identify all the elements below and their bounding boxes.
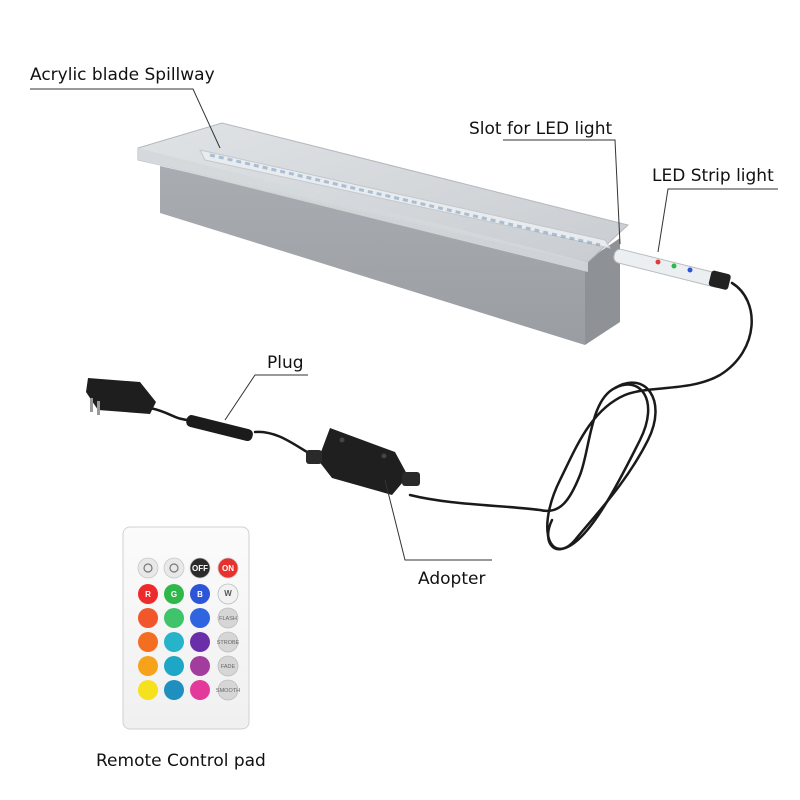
color-button[interactable]	[190, 632, 210, 652]
plug-prong-2	[97, 401, 100, 415]
cables	[148, 281, 753, 551]
label-slot: Slot for LED light	[469, 119, 612, 139]
adopter-leader	[384, 479, 492, 561]
mode-button[interactable]	[217, 631, 239, 653]
on-button[interactable]	[217, 557, 239, 579]
plug-prong-1	[90, 398, 93, 412]
color-button[interactable]	[164, 680, 184, 700]
color-button[interactable]	[138, 584, 158, 604]
mode-button[interactable]	[217, 679, 239, 701]
led-chip-red	[655, 259, 661, 265]
adapter-box	[306, 428, 420, 495]
mode-button-label: SMOOTH	[216, 688, 240, 694]
color-button-label: G	[171, 590, 177, 599]
led-cable	[408, 281, 753, 551]
acrylic-spillway	[137, 122, 630, 345]
color-button[interactable]	[138, 632, 158, 652]
color-button[interactable]	[164, 656, 184, 676]
color-button[interactable]	[164, 632, 184, 652]
off-button[interactable]	[189, 557, 211, 579]
led-inside-line	[209, 153, 601, 247]
color-button[interactable]	[190, 656, 210, 676]
adapter-screw	[381, 453, 387, 459]
remote-body	[122, 526, 250, 730]
color-button[interactable]	[190, 608, 210, 628]
color-button[interactable]	[138, 608, 158, 628]
plug-leader	[224, 374, 308, 421]
brightness-down-icon	[169, 563, 179, 573]
mode-button[interactable]	[217, 655, 239, 677]
mode-button-label: FADE	[221, 664, 236, 670]
color-button[interactable]	[164, 608, 184, 628]
color-button[interactable]	[138, 656, 158, 676]
remote-button-label: OFF	[192, 564, 208, 573]
brightness-up-icon	[143, 563, 153, 573]
spillway-leader	[30, 88, 221, 149]
mode-button-label: W	[224, 589, 232, 598]
power-plug	[86, 378, 253, 442]
led-strip-light	[613, 248, 731, 290]
mode-button[interactable]	[217, 607, 239, 629]
mode-button-label: STROBE	[217, 640, 240, 646]
adapter-screw	[339, 437, 345, 443]
plug-connector	[186, 415, 253, 442]
leader-lines	[30, 88, 778, 561]
led-chip-blue	[687, 267, 693, 273]
spillway-lip-edge	[138, 148, 588, 272]
label-remote: Remote Control pad	[96, 751, 266, 771]
remote-control: OFF ON R G B W FLASH STROBE FADE SMOOTH	[122, 526, 250, 730]
color-button-label: R	[145, 590, 151, 599]
remote-button-grid: OFF ON R G B W FLASH STROBE FADE SMOOTH	[137, 557, 240, 701]
adapter-port-right	[402, 472, 420, 486]
led-tube	[613, 248, 724, 288]
brightness-up-button[interactable]	[137, 557, 159, 579]
mode-button[interactable]	[217, 583, 239, 605]
mode-button-label: FLASH	[219, 616, 237, 622]
label-plug: Plug	[267, 353, 304, 373]
label-adopter: Adopter	[418, 569, 485, 589]
brightness-down-button[interactable]	[163, 557, 185, 579]
color-button[interactable]	[164, 584, 184, 604]
color-button[interactable]	[190, 584, 210, 604]
adapter-port-left	[306, 450, 322, 464]
led-cable-coil	[546, 381, 657, 551]
remote-button-label: ON	[222, 564, 234, 573]
color-button[interactable]	[138, 680, 158, 700]
plug-body	[86, 378, 156, 414]
color-button-label: B	[197, 590, 203, 599]
slot-leader	[503, 139, 621, 245]
plug-cable	[148, 406, 192, 422]
spillway-end-face	[585, 238, 620, 345]
label-spillway: Acrylic blade Spillway	[30, 65, 215, 85]
led-chip-green	[671, 263, 677, 269]
adapter-body	[318, 428, 408, 495]
led-tube-cap	[708, 270, 731, 290]
spillway-front-face	[160, 166, 585, 345]
label-strip: LED Strip light	[652, 166, 774, 186]
color-button[interactable]	[190, 680, 210, 700]
strip-leader	[657, 188, 778, 253]
